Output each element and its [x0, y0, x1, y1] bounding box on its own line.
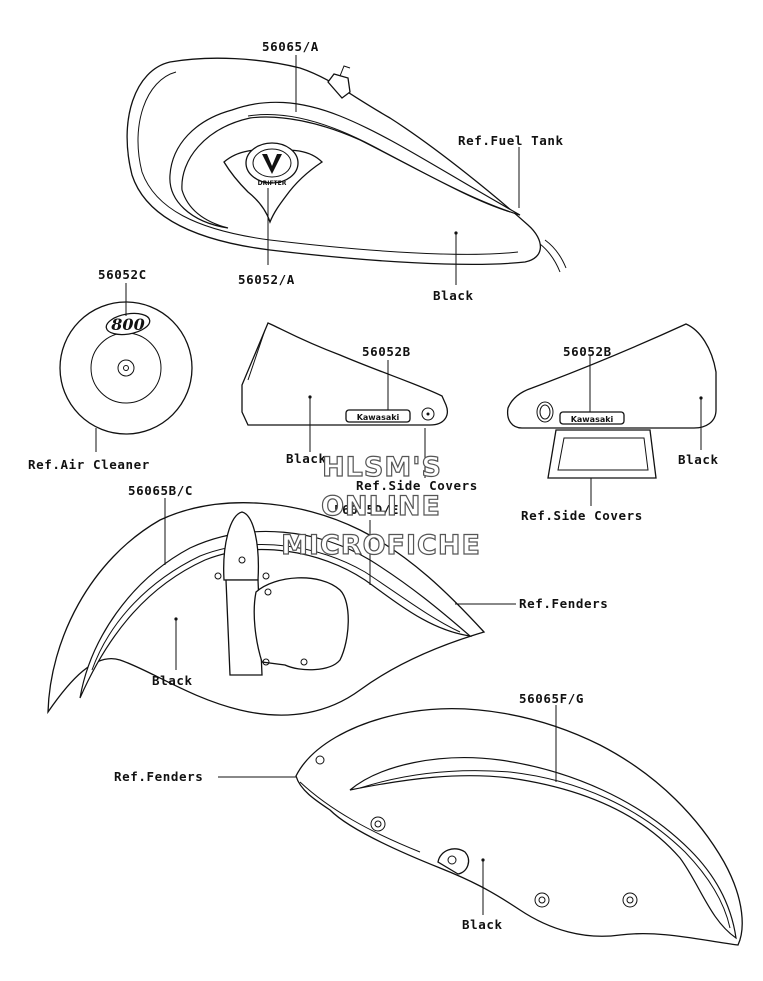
kawasaki-logo-left: Kawasaki: [357, 413, 400, 422]
label-fuel-tank: Ref.Fuel Tank: [458, 133, 564, 148]
label-front-fender-stripe2: 56065D/E: [334, 502, 399, 517]
label-side-cover-right: Ref.Side Covers: [521, 508, 643, 523]
label-air-cleaner: Ref.Air Cleaner: [28, 457, 150, 472]
label-tank-color: Black: [433, 288, 474, 303]
air-cleaner-emblem: 800: [110, 315, 144, 334]
label-rear-fender-stripe: 56065F/G: [519, 691, 584, 706]
front-fender-stripe: [79, 530, 472, 699]
rear-fender: [295, 708, 743, 946]
label-rear-fender-ref: Ref.Fenders: [114, 769, 203, 784]
watermark-line1: HLSM'S: [322, 452, 442, 483]
label-tank-stripe: 56065/A: [262, 39, 319, 54]
label-front-fender-ref: Ref.Fenders: [519, 596, 608, 611]
label-rear-fender-color: Black: [462, 917, 503, 932]
side-cover-left: Kawasaki: [241, 322, 448, 426]
watermark: HLSM'S ONLINE MICROFICHE: [280, 451, 481, 561]
fuel-cap: [327, 73, 351, 99]
tank-emblem: DRIFTER: [223, 142, 324, 224]
label-front-fender-color: Black: [152, 673, 193, 688]
fuel-tank-body: [126, 57, 542, 265]
label-side-cover-left: Ref.Side Covers: [356, 478, 478, 493]
watermark-line3: MICROFICHE: [281, 530, 481, 561]
badge-text: DRIFTER: [258, 180, 287, 187]
fuel-tank: DRIFTER: [126, 57, 567, 273]
label-air-cleaner-decal: 56052C: [98, 267, 147, 282]
side-cover-right: Kawasaki: [506, 323, 717, 479]
label-tank-emblem: 56052/A: [238, 272, 295, 287]
front-fender: [47, 502, 486, 716]
kawasaki-logo-right: Kawasaki: [571, 415, 614, 424]
label-front-fender-stripe: 56065B/C: [128, 483, 193, 498]
watermark-line2: ONLINE: [321, 491, 441, 522]
air-cleaner: 800: [59, 301, 193, 435]
label-side-cover-right-color: Black: [678, 452, 719, 467]
label-side-cover-right-decal: 56052B: [563, 344, 612, 359]
tank-stripe: [169, 101, 521, 229]
label-side-cover-left-color: Black: [286, 451, 327, 466]
rear-fender-stripe: [349, 757, 737, 940]
label-side-cover-left-decal: 56052B: [362, 344, 411, 359]
